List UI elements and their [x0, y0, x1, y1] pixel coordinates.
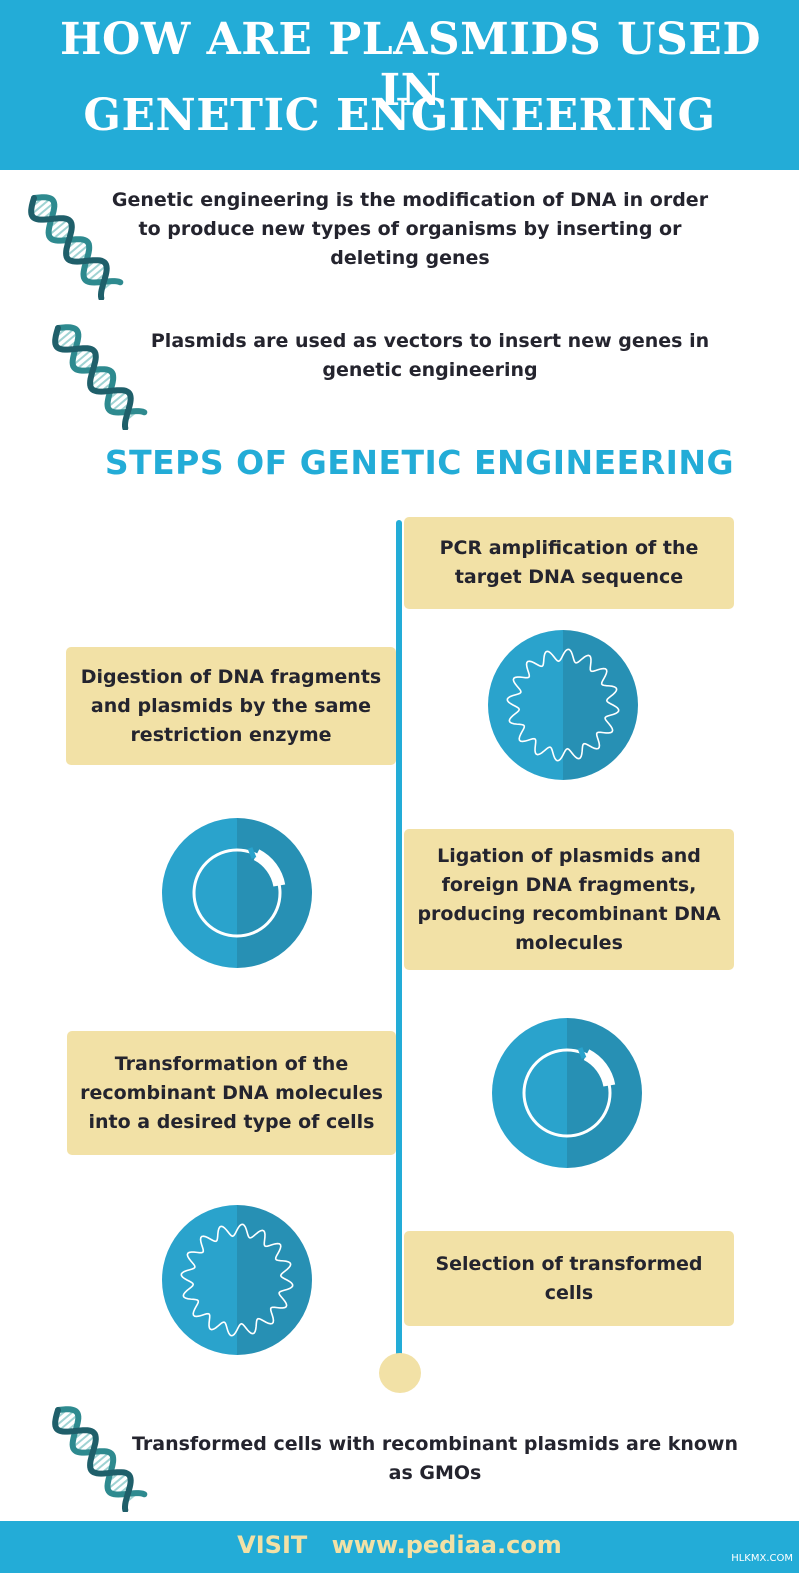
step-box-ligation: Ligation of plasmids and foreign DNA fra…: [404, 829, 734, 970]
footer-banner: VISIT www.pediaa.com HLKMX.COM: [0, 1521, 799, 1573]
plasmid-wavy-icon: [488, 630, 638, 780]
timeline-line: [396, 520, 402, 1360]
plasmid-wavy-icon: [162, 1205, 312, 1355]
dna-helix-icon: [52, 1406, 148, 1512]
step-box-transformation: Transformation of the recombinant DNA mo…: [67, 1031, 396, 1155]
steps-heading: STEPS OF GENETIC ENGINEERING: [104, 443, 735, 482]
step-box-selection: Selection of transformed cells: [404, 1231, 734, 1326]
page-title-line-2: GENETIC ENGINEERING: [83, 90, 716, 141]
visit-label: VISIT: [237, 1531, 308, 1559]
dna-helix-icon: [28, 194, 124, 300]
website-link[interactable]: www.pediaa.com: [331, 1531, 562, 1559]
page-title-line-1: HOW ARE PLASMIDS USED IN: [59, 14, 761, 116]
intro-plasmids: Plasmids are used as vectors to insert n…: [150, 330, 710, 381]
timeline-end-dot: [379, 1353, 421, 1393]
dna-helix-icon: [52, 324, 148, 430]
closing-statement: Transformed cells with recombinant plasm…: [132, 1433, 738, 1484]
step-box-pcr: PCR amplification of the target DNA sequ…: [404, 517, 734, 609]
footer-visit: VISIT www.pediaa.com: [0, 1531, 799, 1559]
plasmid-cut-icon: [162, 818, 312, 968]
watermark-text: HLKMX.COM: [731, 1553, 793, 1564]
header-banner: HOW ARE PLASMIDS USED IN GENETIC ENGINEE…: [0, 0, 799, 170]
intro-definition: Genetic engineering is the modification …: [111, 189, 709, 269]
step-box-digestion: Digestion of DNA fragments and plasmids …: [66, 647, 396, 765]
plasmid-cut-icon: [492, 1018, 642, 1168]
